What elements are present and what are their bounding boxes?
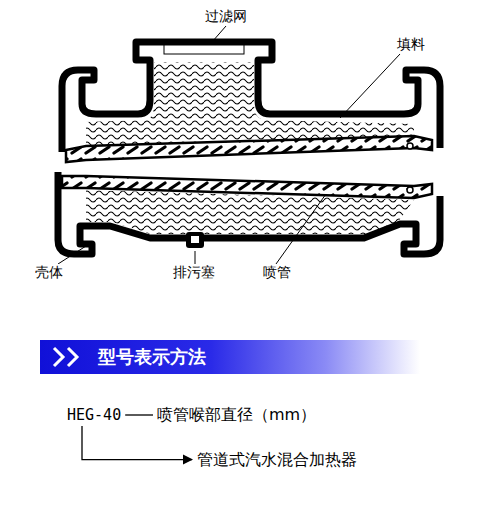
- heading-text: 型号表示方法: [98, 346, 420, 368]
- filler-lower: [86, 190, 414, 234]
- part-label: 壳体: [34, 264, 64, 281]
- chevron: [68, 348, 77, 366]
- fitting-dot: [407, 143, 413, 149]
- model-note: 喷管喉部直径（mm）: [156, 405, 317, 424]
- filler-upper: [86, 62, 414, 148]
- chevron: [54, 348, 63, 366]
- model-note: HEG-40: [66, 406, 122, 424]
- drain-plug: [186, 232, 204, 248]
- shell-upper: [62, 42, 440, 152]
- part-label: 喷管: [262, 264, 292, 281]
- leader-lines: [58, 26, 400, 264]
- fitting-dot: [407, 187, 413, 193]
- shell-lower: [58, 172, 440, 254]
- heading-band: 型号表示方法: [40, 340, 420, 374]
- part-label: 填料: [396, 36, 426, 53]
- bracket-arrow: [82, 426, 192, 460]
- model-note: 管道式汽水混合加热器: [196, 450, 358, 469]
- dash-line: [125, 414, 153, 415]
- nozzle-upper: [66, 136, 432, 162]
- part-label: 排污塞: [172, 264, 216, 281]
- part-label: 过滤网: [204, 8, 248, 25]
